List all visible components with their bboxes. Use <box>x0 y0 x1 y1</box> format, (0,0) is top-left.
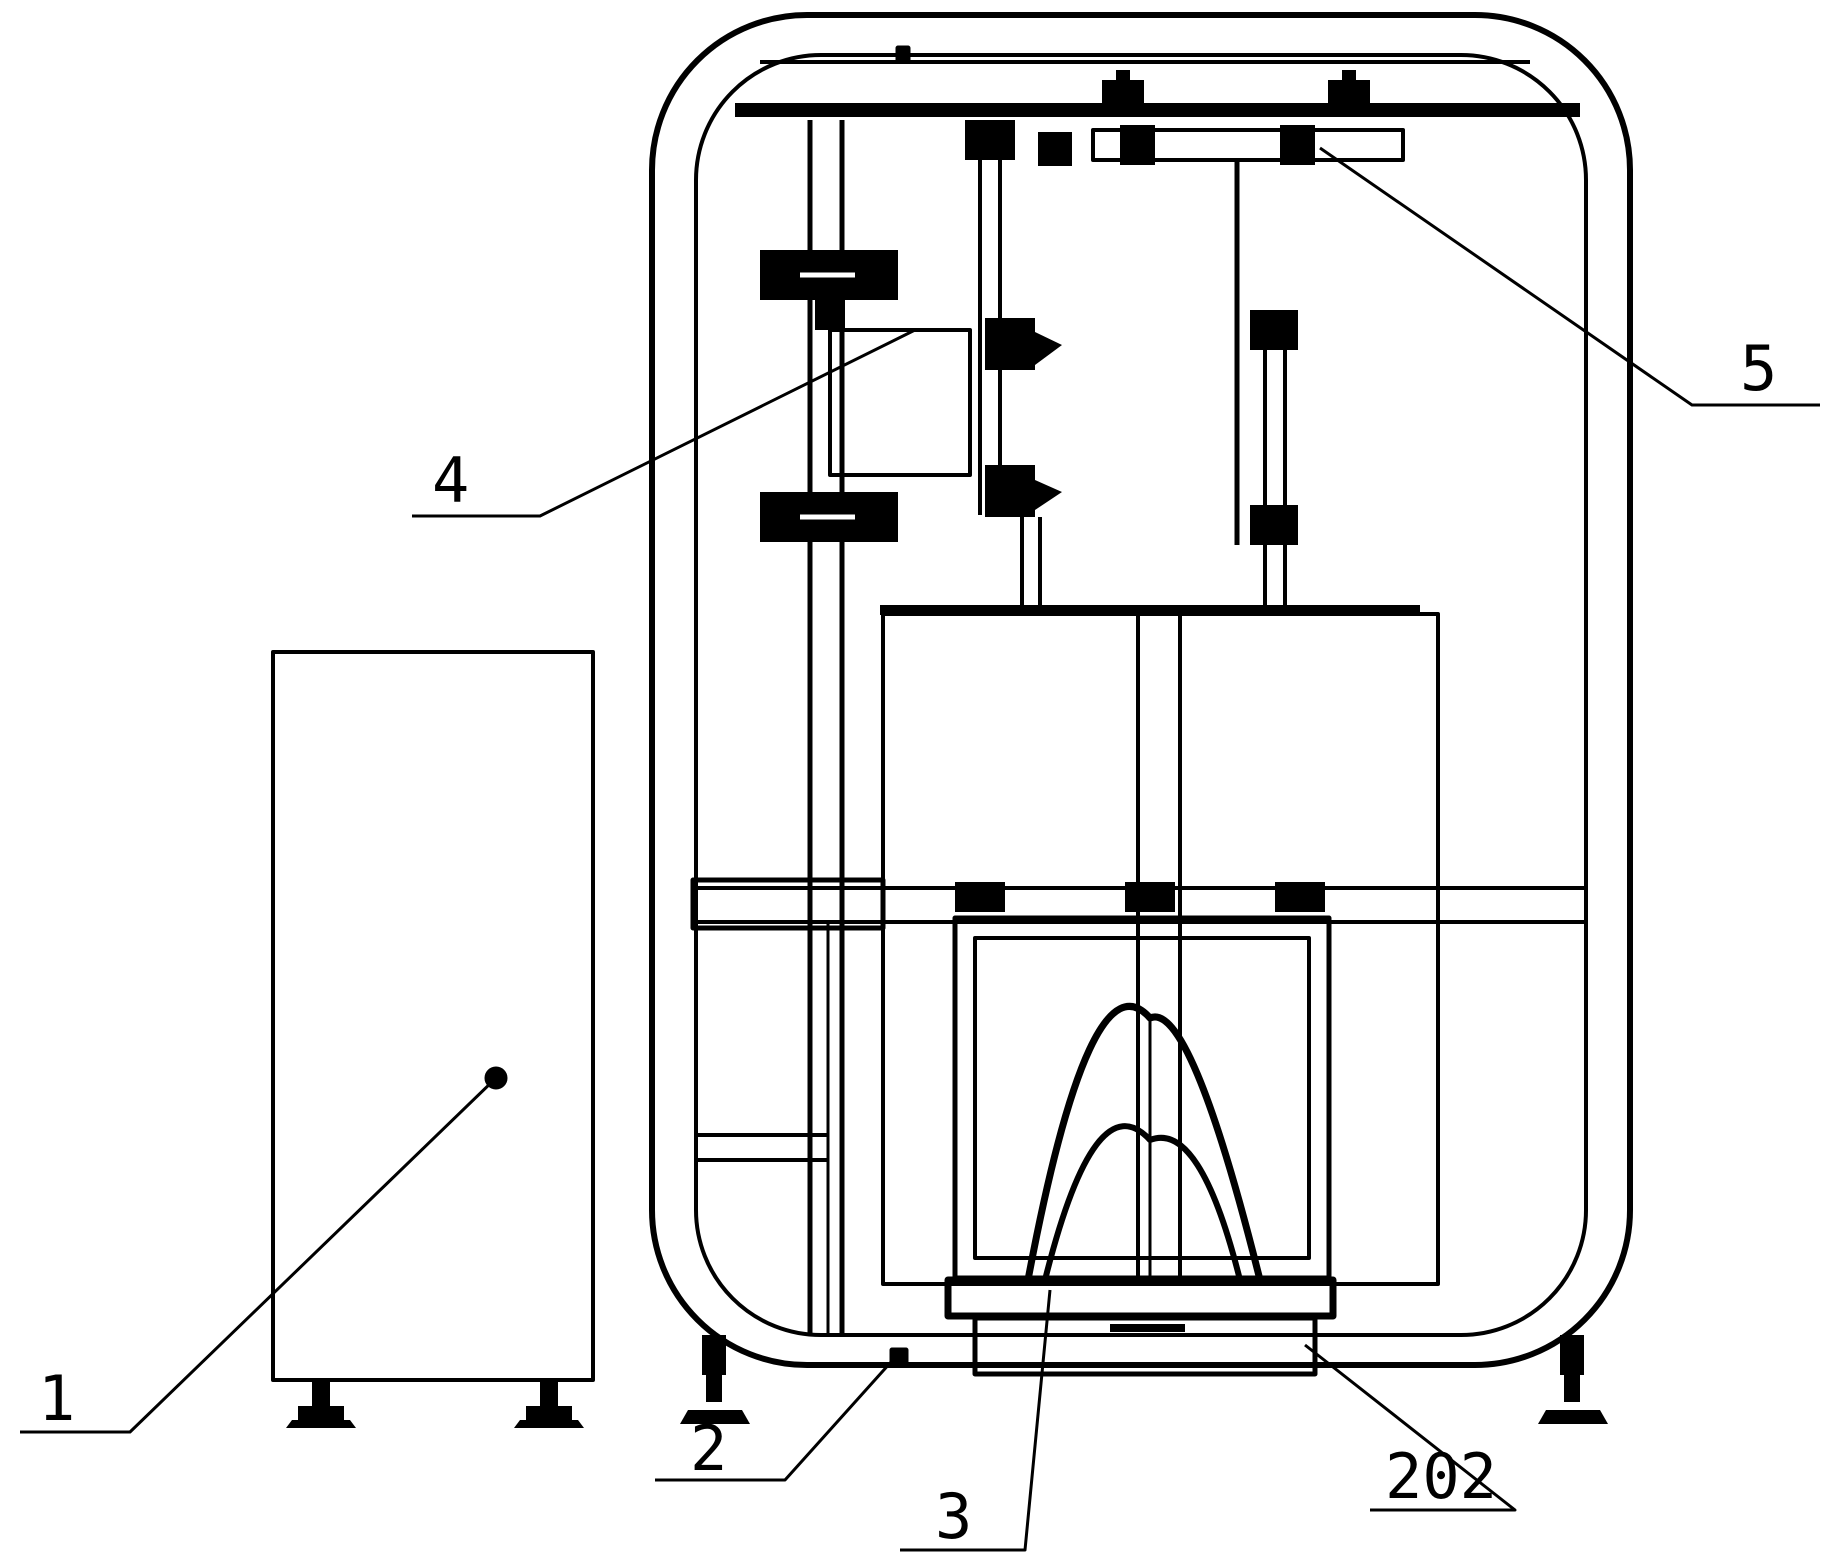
cabinet-foot-right <box>514 1380 584 1428</box>
base-plate <box>944 1276 1337 1377</box>
frame-foot-left <box>680 1335 750 1424</box>
label-2: 2 <box>690 1412 727 1485</box>
top-mechanism <box>1091 70 1405 610</box>
outer-frame <box>649 12 1633 1424</box>
side-mechanism <box>760 120 1072 610</box>
leader-1 <box>20 1076 498 1434</box>
cabinet-foot-left <box>286 1380 356 1428</box>
label-3: 3 <box>935 1480 972 1553</box>
label-4: 4 <box>432 444 469 517</box>
label-202: 202 <box>1385 1440 1497 1513</box>
label-5: 5 <box>1740 332 1777 405</box>
central-box <box>880 605 1440 1286</box>
leader-2 <box>655 1350 902 1482</box>
control-cabinet <box>271 650 595 1428</box>
label-1: 1 <box>38 1362 75 1435</box>
lower-assembly <box>952 882 1332 1281</box>
leader-5 <box>1319 146 1820 407</box>
frame-foot-right <box>1538 1335 1608 1424</box>
leader-lines <box>20 146 1820 1552</box>
leader-4 <box>412 328 916 518</box>
leader-202 <box>1304 1343 1517 1512</box>
leader-3 <box>900 1289 1052 1552</box>
